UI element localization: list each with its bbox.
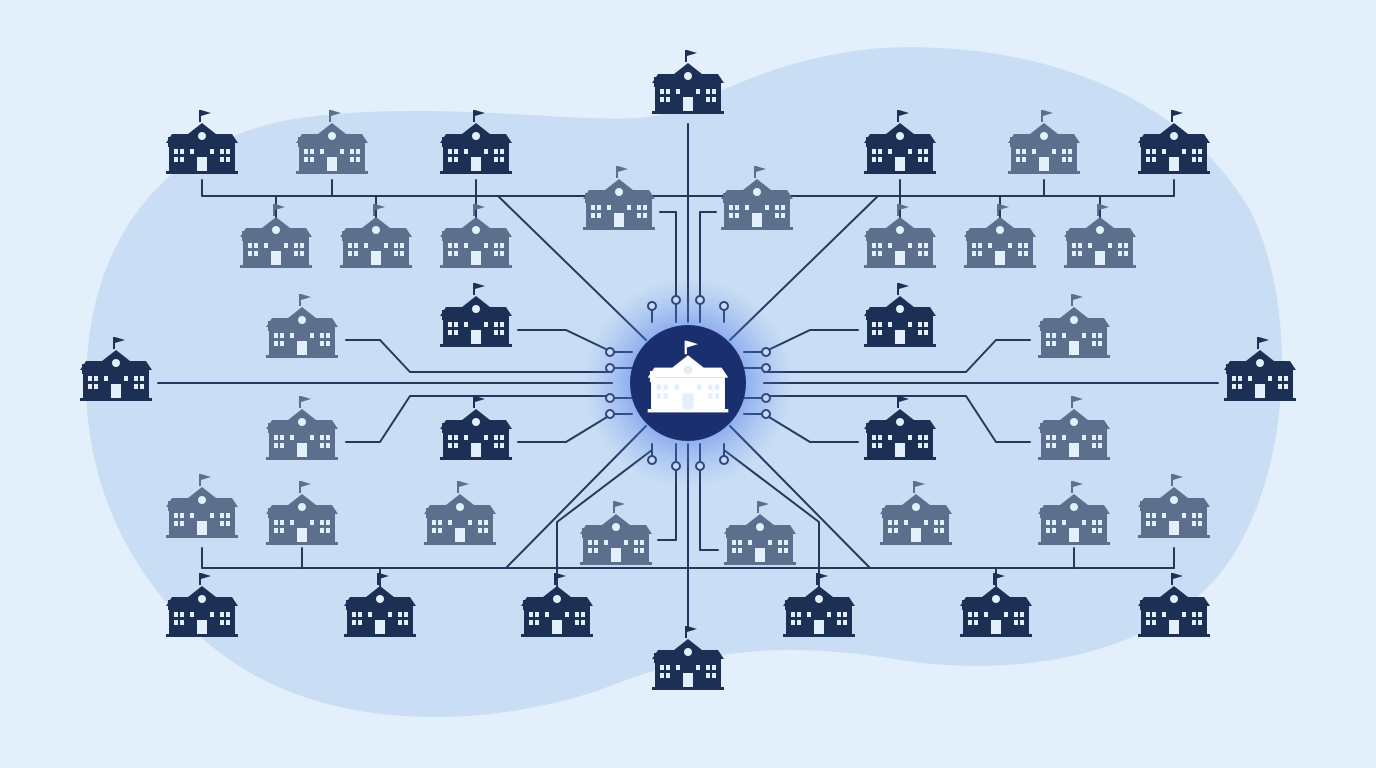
connector-line [657, 465, 677, 541]
connector-line [763, 339, 1031, 373]
school-icon [652, 50, 724, 114]
connector-line [201, 179, 1175, 197]
connector-line [345, 395, 613, 443]
connector-line [201, 547, 1175, 569]
connector-line [556, 449, 653, 591]
connector-line [345, 339, 613, 373]
connector-line [699, 211, 717, 301]
hub-node [630, 325, 746, 441]
connector-line [699, 465, 719, 551]
connector-line [659, 211, 677, 301]
school-icon [166, 110, 238, 174]
connector-line [723, 449, 820, 591]
connector-line [763, 395, 1031, 443]
